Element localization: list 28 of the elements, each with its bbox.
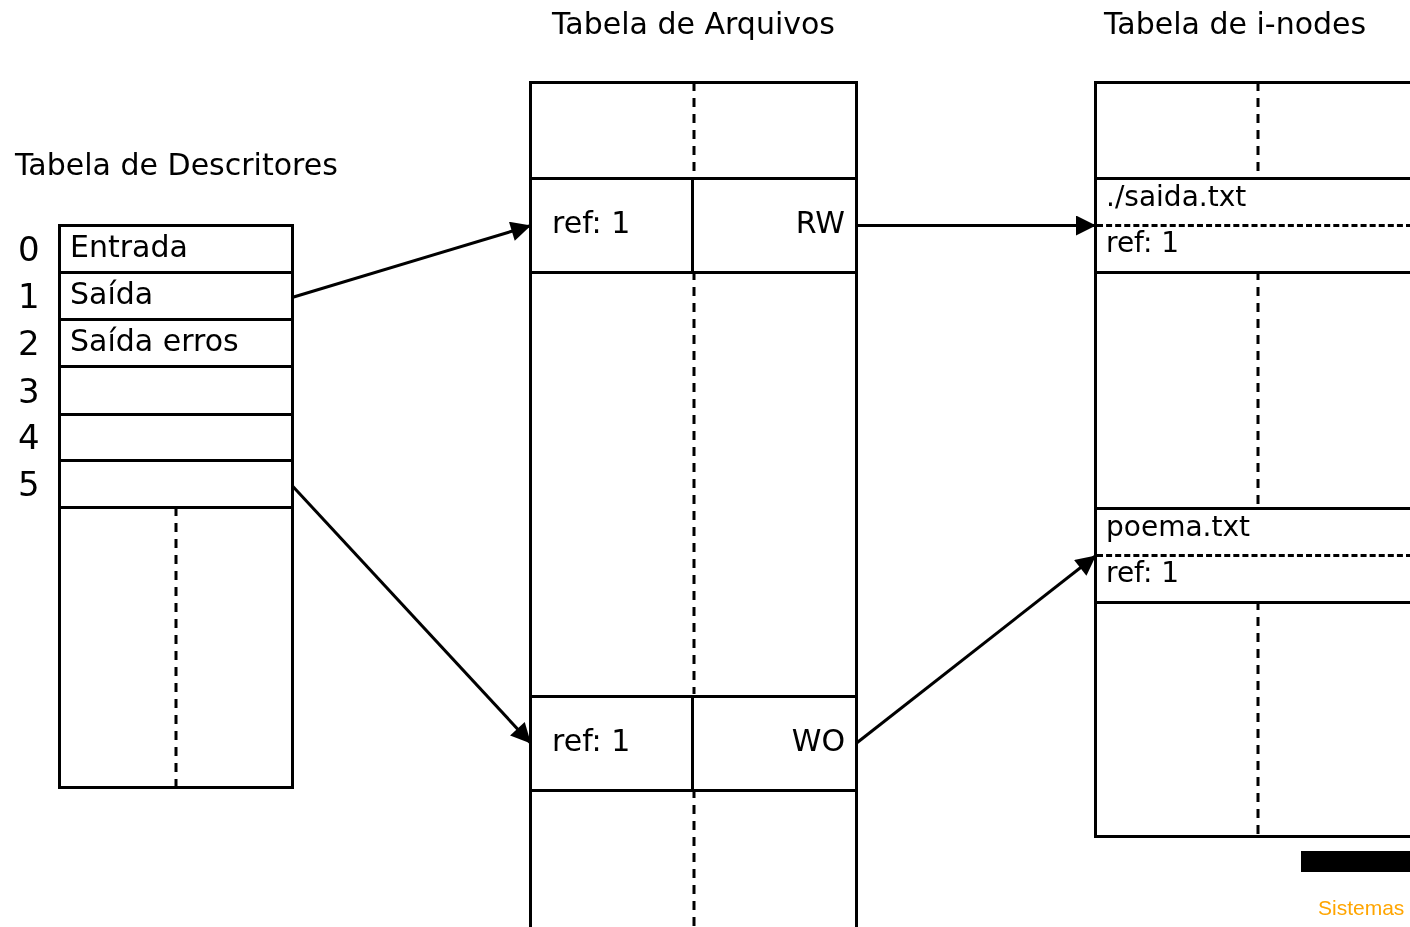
table-heading: Tabela de Descritores [15, 147, 338, 183]
table-entry [1097, 507, 1410, 604]
entry-text: RW [795, 206, 845, 240]
entry-text: ref: 1 [552, 724, 631, 758]
table-heading: Tabela de i-nodes [1104, 6, 1367, 42]
row-number: 0 [18, 232, 40, 266]
entry-text: poema.txt [1106, 510, 1250, 544]
arrow [856, 215, 1096, 236]
entry-text: WO [791, 724, 845, 758]
footer-text: Sistemas [1318, 896, 1405, 920]
arrow [855, 554, 1097, 745]
entry-text: ref: 1 [1106, 226, 1180, 260]
row-text: Saída erros [70, 324, 239, 358]
table-heading: Tabela de Arquivos [551, 6, 836, 42]
entry-text: ./saida.txt [1106, 180, 1247, 214]
row-number: 4 [18, 420, 40, 454]
row-number: 5 [18, 467, 40, 501]
arrow [291, 221, 532, 299]
entry-text: ref: 1 [1106, 556, 1180, 590]
table-entry [532, 695, 855, 792]
row-number: 2 [18, 326, 40, 360]
entry-text: ref: 1 [552, 206, 631, 240]
row-text: Entrada [70, 230, 188, 264]
row-number: 1 [18, 279, 40, 313]
row-number: 3 [18, 374, 40, 408]
table-entry [532, 177, 855, 274]
row-text: Saída [70, 277, 154, 311]
table-entry [1097, 177, 1410, 274]
